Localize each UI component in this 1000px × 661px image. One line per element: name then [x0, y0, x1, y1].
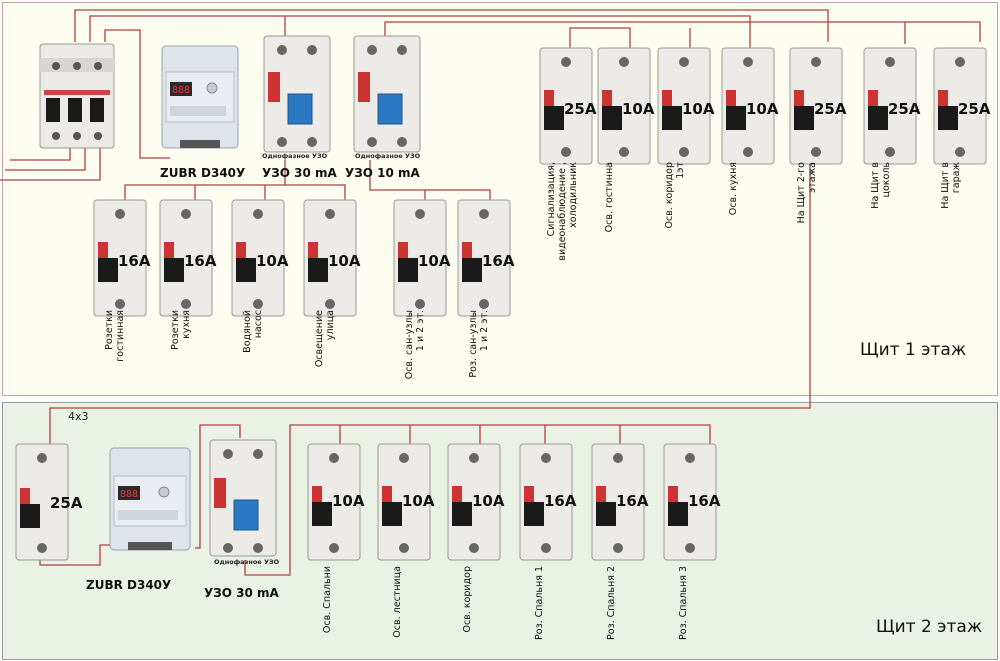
- main-3pole-breaker: [39, 43, 115, 149]
- breaker-rating: 16A: [544, 492, 577, 510]
- circuit-breaker: [392, 196, 448, 325]
- breaker-rating: 16A: [616, 492, 649, 510]
- breaker-rating: 16A: [118, 252, 151, 270]
- breaker-label: Осв. коридор: [462, 566, 473, 633]
- circuit-breaker: [158, 196, 214, 325]
- breaker-label: Осв. гостинна: [604, 162, 615, 233]
- breaker-rating: 25A: [814, 100, 847, 118]
- rcd-floor2-tag: Однофазное УЗО: [214, 558, 280, 566]
- breaker-rating: 10A: [472, 492, 505, 510]
- breaker-rating: 25A: [564, 100, 597, 118]
- circuit-breaker: [92, 196, 148, 325]
- circuit-breaker: [788, 44, 844, 173]
- circuit-breaker: [862, 44, 918, 173]
- breaker-label: На Щит в гараж: [940, 162, 962, 209]
- rcd-10ma-caption: УЗО 10 mA: [345, 166, 420, 180]
- breaker-label: На Щит 2-го этажа: [796, 162, 818, 224]
- circuit-breaker: [590, 440, 646, 569]
- circuit-breaker: [302, 196, 358, 325]
- voltage-relay-floor2: 888: [109, 447, 191, 551]
- cable-spec: 4х3: [68, 410, 89, 423]
- rcd-10ma: [353, 35, 421, 153]
- voltage-relay: 888: [161, 45, 239, 149]
- breaker-label: Осв. лестница: [392, 566, 403, 638]
- breaker-label: Розетки гостинная: [104, 310, 126, 362]
- breaker-label: Роз. Спальня 2: [606, 566, 617, 640]
- circuit-breaker: [720, 44, 776, 173]
- main-breaker-floor2: [15, 443, 69, 561]
- panel1-title: Щит 1 этаж: [860, 340, 967, 360]
- circuit-breaker: [518, 440, 574, 569]
- circuit-breaker: [596, 44, 652, 173]
- breaker-rating: 16A: [688, 492, 721, 510]
- rcd-30ma-tag: Однофазное УЗО: [262, 152, 328, 160]
- rcd-floor2: [209, 439, 277, 557]
- circuit-breaker: [456, 196, 512, 325]
- breaker-rating: 25A: [888, 100, 921, 118]
- svg-text:888: 888: [120, 489, 138, 500]
- breaker-rating: 10A: [332, 492, 365, 510]
- breaker-rating: 25A: [958, 100, 991, 118]
- circuit-breaker: [446, 440, 502, 569]
- breaker-label: Водяной насос: [242, 310, 264, 353]
- circuit-breaker: [376, 440, 432, 569]
- circuit-breaker: [932, 44, 988, 173]
- breaker-rating: 10A: [402, 492, 435, 510]
- panel2-title: Щит 2 этаж: [876, 617, 983, 637]
- circuit-breaker: [538, 44, 594, 173]
- breaker-rating: 10A: [256, 252, 289, 270]
- breaker-rating: 10A: [746, 100, 779, 118]
- breaker-label: Осв. сан-узлы 1 и 2 эт.: [404, 310, 426, 380]
- breaker-label: Осв. Спальни: [322, 566, 333, 634]
- relay-caption: ZUBR D340У: [160, 166, 246, 180]
- breaker-label: Осв. коридор 1эт: [664, 162, 686, 229]
- relay-floor2-caption: ZUBR D340У: [86, 578, 172, 592]
- main-breaker-floor2-rating: 25A: [50, 494, 83, 512]
- circuit-breaker: [230, 196, 286, 325]
- rcd-30ma-caption: УЗО 30 mA: [262, 166, 337, 180]
- breaker-rating: 10A: [418, 252, 451, 270]
- rcd-10ma-tag: Однофазное УЗО: [355, 152, 421, 160]
- breaker-rating: 10A: [622, 100, 655, 118]
- breaker-label: Освещение улица: [314, 310, 336, 368]
- breaker-rating: 16A: [482, 252, 515, 270]
- breaker-rating: 10A: [682, 100, 715, 118]
- rcd-30ma: [263, 35, 331, 153]
- svg-text:888: 888: [172, 85, 190, 96]
- breaker-label: Роз. Спальня 3: [678, 566, 689, 640]
- breaker-label: Осв. кухня: [728, 162, 739, 216]
- breaker-label: Сигнализация, видеонаблюдение , холодиль…: [546, 162, 579, 261]
- rcd-floor2-caption: УЗО 30 mA: [204, 586, 279, 600]
- breaker-rating: 16A: [184, 252, 217, 270]
- breaker-rating: 10A: [328, 252, 361, 270]
- breaker-label: Роз. Спальня 1: [534, 566, 545, 640]
- breaker-label: Роз. сан-узлы 1 и 2 эт.: [468, 310, 490, 378]
- breaker-label: На Щит в цоколь: [870, 162, 892, 209]
- circuit-breaker: [656, 44, 712, 173]
- circuit-breaker: [306, 440, 362, 569]
- breaker-label: Розетки кухня: [170, 310, 192, 350]
- circuit-breaker: [662, 440, 718, 569]
